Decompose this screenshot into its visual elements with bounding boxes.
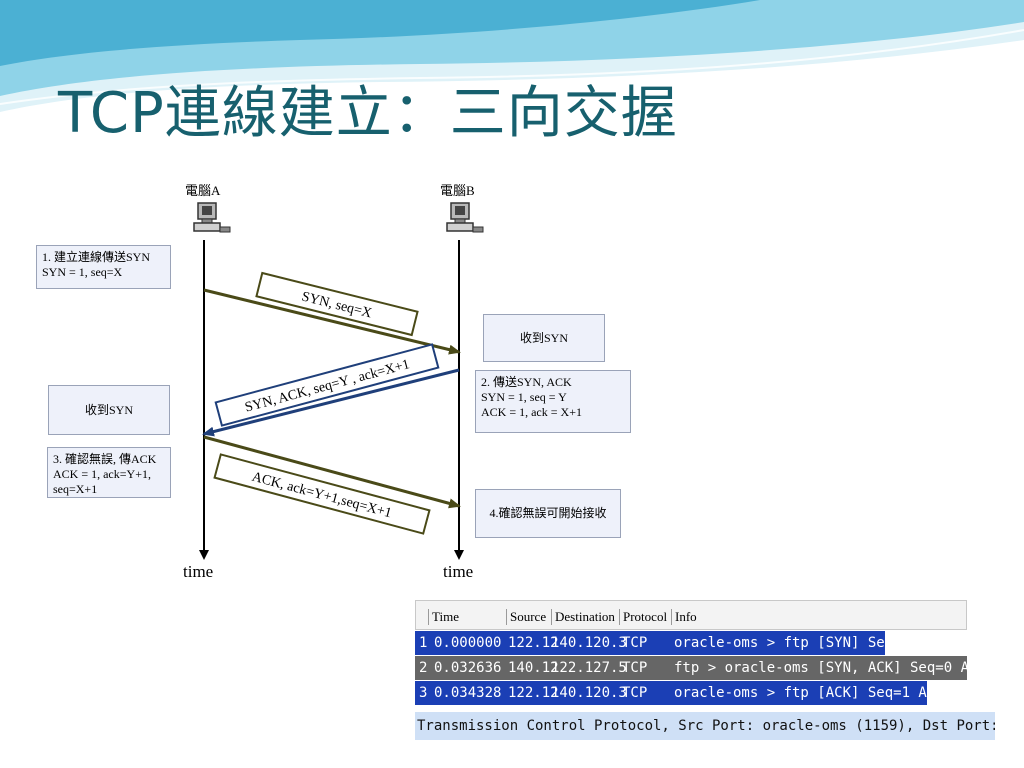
step1-box: 1. 建立連線傳送SYN SYN = 1, seq=X — [36, 245, 171, 289]
computer-b-icon — [446, 202, 484, 233]
row3-destination: 140.120.3 — [551, 685, 627, 701]
step3-line2: ACK = 1, ack=Y+1, — [53, 467, 151, 481]
step2-line3: ACK = 1, ack = X+1 — [481, 405, 582, 419]
row2-time: 0.032636 — [434, 660, 502, 676]
row2-no: 2 — [419, 660, 428, 676]
wave-dark — [0, 0, 760, 66]
row1-no: 1 — [419, 635, 428, 651]
step4-text: 4.確認無誤可開始接收 — [489, 506, 607, 520]
time-label-b: time — [443, 562, 474, 581]
capture-row-3[interactable]: 3 0.034328 122.12 140.120.3 TCP oracle-o… — [415, 681, 967, 705]
row3-protocol: TCP — [622, 685, 648, 701]
row1-blank — [885, 631, 967, 655]
syn-message-label: SYN, seq=X — [255, 271, 419, 337]
step1-line1: 1. 建立連線傳送SYN — [42, 250, 151, 264]
step1-line2: SYN = 1, seq=X — [42, 265, 123, 279]
a-received-syn-text: 收到SYN — [84, 402, 133, 417]
capture-column-header: Time Source Destination Protocol Info — [415, 600, 967, 630]
row2-source: 140.12 — [508, 660, 559, 676]
row3-no: 3 — [419, 685, 428, 701]
b-received-syn-box: 收到SYN — [483, 314, 605, 362]
header-source[interactable]: Source — [506, 609, 546, 625]
row2-info: ftp > oracle-oms [SYN, ACK] Seq=0 Ack=1 — [674, 660, 1003, 676]
packet-capture-panel: Time Source Destination Protocol Info 1 … — [415, 600, 1003, 740]
row3-source: 122.12 — [508, 685, 559, 701]
header-protocol[interactable]: Protocol — [619, 609, 667, 625]
row1-protocol: TCP — [622, 635, 648, 651]
synack-arrow — [202, 368, 460, 437]
header-time[interactable]: Time — [428, 609, 459, 625]
header-info[interactable]: Info — [671, 609, 697, 625]
handshake-diagram: SYN, seq=X SYN, ACK, seq=Y , ack=X+1 ACK… — [193, 202, 484, 560]
row1-destination: 140.120.3 — [551, 635, 627, 651]
step3-line3: seq=X+1 — [53, 482, 98, 496]
row3-highlight — [415, 681, 927, 705]
step3-line1: 3. 確認無誤, 傳ACK — [53, 452, 157, 466]
capture-row-1[interactable]: 1 0.000000 122.12 140.120.3 TCP oracle-o… — [415, 631, 967, 655]
time-label-a: time — [183, 562, 214, 581]
ack-message-label: ACK, ack=Y+1,seq=X+1 — [213, 453, 431, 535]
wave-line — [0, 29, 1024, 105]
row1-time: 0.000000 — [434, 635, 502, 651]
header-destination[interactable]: Destination — [551, 609, 615, 625]
computer-a-icon — [193, 202, 231, 233]
step3-box: 3. 確認無誤, 傳ACK ACK = 1, ack=Y+1, seq=X+1 — [47, 447, 171, 498]
header-wave-decoration — [0, 0, 1024, 112]
node-b-label: 電腦B — [440, 183, 475, 198]
synack-message-text: SYN, ACK, seq=Y , ack=X+1 — [243, 357, 411, 415]
row2-destination: 122.127.5 — [551, 660, 627, 676]
row3-info: oracle-oms > ftp [ACK] Seq=1 Ack=1 — [674, 685, 961, 701]
row1-info: oracle-oms > ftp [SYN] Seq=0 — [674, 635, 911, 651]
node-a-label: 電腦A — [185, 183, 221, 198]
step2-box: 2. 傳送SYN, ACK SYN = 1, seq = Y ACK = 1, … — [475, 370, 631, 433]
step4-box: 4.確認無誤可開始接收 — [475, 489, 621, 538]
step2-line2: SYN = 1, seq = Y — [481, 390, 567, 404]
syn-arrow — [203, 288, 461, 355]
a-received-syn-box: 收到SYN — [48, 385, 170, 435]
row2-protocol: TCP — [622, 660, 648, 676]
slide-title: TCP連線建立：三向交握 — [58, 81, 678, 146]
packet-detail-line[interactable]: Transmission Control Protocol, Src Port:… — [415, 712, 995, 740]
step2-line1: 2. 傳送SYN, ACK — [481, 375, 572, 389]
capture-row-2[interactable]: 2 0.032636 140.12 122.127.5 TCP ftp > or… — [415, 656, 1003, 680]
b-received-syn-text: 收到SYN — [519, 330, 568, 345]
ack-arrow — [203, 435, 461, 509]
row3-time: 0.034328 — [434, 685, 502, 701]
row1-source: 122.12 — [508, 635, 559, 651]
